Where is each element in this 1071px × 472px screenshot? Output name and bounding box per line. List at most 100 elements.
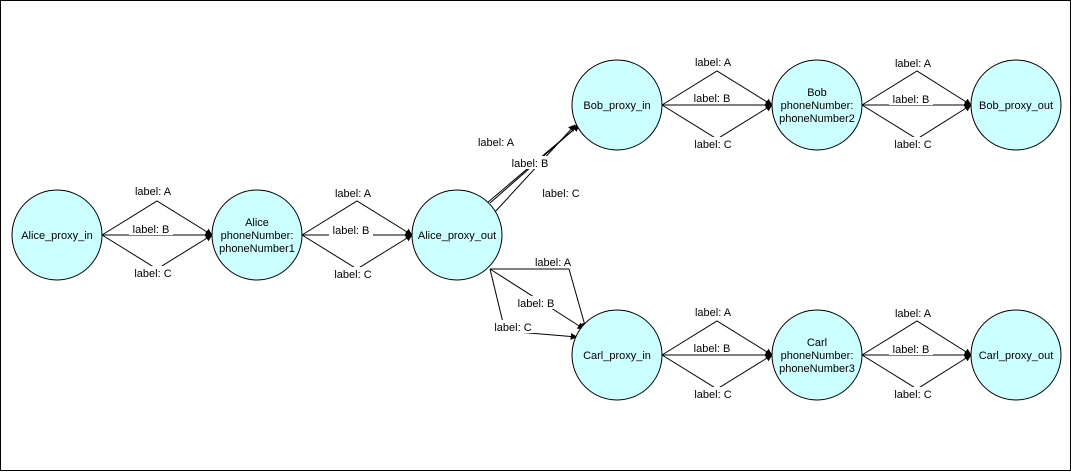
edge-label-text: label: B <box>512 158 549 170</box>
node-label-line: Alice <box>245 217 269 229</box>
edge-label: label: C <box>891 137 935 151</box>
node-label-line: phoneNumber: <box>781 100 854 112</box>
edge-label: label: A <box>331 186 375 200</box>
node-carl-out[interactable]: Carl_proxy_out <box>970 309 1062 401</box>
node-circle <box>11 189 103 281</box>
edge-label-background <box>329 223 373 236</box>
edge-label-background <box>331 186 375 199</box>
edge-label: label: A <box>891 306 935 320</box>
edge-label: label: A <box>891 56 935 70</box>
node-bob-out[interactable]: Bob_proxy_out <box>970 59 1062 151</box>
node-alice-in[interactable]: Alice_proxy_in <box>11 189 103 281</box>
edge-label: label: C <box>891 387 935 401</box>
node-circle <box>970 309 1062 401</box>
edge-label: label: B <box>329 223 373 237</box>
edge-bob_in-to-bob <box>661 70 773 106</box>
edge-label: label: A <box>474 135 518 149</box>
edge-label: label: C <box>539 186 583 200</box>
node-circle <box>970 59 1062 151</box>
edge-carl-to-carl_out <box>861 354 972 390</box>
edge-label: label: B <box>508 156 552 170</box>
node-label-line: Carl_proxy_out <box>979 350 1054 362</box>
edge-carl_in-to-carl <box>661 354 773 390</box>
edge-label-text: label: C <box>894 389 931 401</box>
edge-label-background <box>690 91 734 104</box>
edge-label: label: B <box>889 342 933 356</box>
edge-label-background <box>891 137 935 150</box>
node-circle <box>571 59 663 151</box>
node-circle <box>771 309 863 401</box>
node-label-line: Bob_proxy_out <box>979 100 1053 112</box>
node-carl-in[interactable]: Carl_proxy_in <box>571 309 663 401</box>
edge-label-text: label: B <box>333 225 370 237</box>
edge-label: label: A <box>131 184 175 198</box>
edge-carl_in-to-carl <box>661 320 773 356</box>
edge-label: label: B <box>129 222 173 236</box>
edge-label-background <box>691 137 735 150</box>
edge-label-background <box>474 135 518 148</box>
node-label-line: phoneNumber: <box>781 350 854 362</box>
node-label-line: Carl <box>807 337 827 349</box>
edge-label-text: label: C <box>334 269 371 281</box>
edge-label-text: label: C <box>134 268 171 280</box>
edge-label-text: label: A <box>335 188 372 200</box>
node-label-line: Alice_proxy_out <box>418 230 496 242</box>
edge-label: label: C <box>691 387 735 401</box>
edge-label-background <box>691 387 735 400</box>
edge-alice_in-to-alice <box>101 234 213 270</box>
edge-label: label: B <box>690 341 734 355</box>
node-label-line: Bob <box>807 87 827 99</box>
node-label-line: phoneNumber: <box>221 230 294 242</box>
node-label-line: phoneNumber2 <box>779 113 855 125</box>
edge-label-background <box>691 55 735 68</box>
edge-label-background <box>891 56 935 69</box>
edge-label-background <box>491 320 535 333</box>
edge-label-text: label: B <box>518 298 555 310</box>
edge-label-text: label: B <box>694 343 731 355</box>
edge-label-text: label: A <box>535 257 572 269</box>
edge-label-background <box>331 267 375 280</box>
edge-label: label: A <box>691 305 735 319</box>
edge-label: label: B <box>514 296 558 310</box>
edge-label-background <box>539 186 583 199</box>
edge-label-text: label: A <box>895 308 932 320</box>
node-bob-in[interactable]: Bob_proxy_in <box>571 59 663 151</box>
edge-carl-to-carl_out <box>861 320 972 356</box>
node-circle <box>771 59 863 151</box>
edge-label: label: A <box>691 55 735 69</box>
edge-label-background <box>889 92 933 105</box>
edge-label-text: label: B <box>694 93 731 105</box>
edge-label-background <box>508 156 552 169</box>
edge-label-background <box>129 222 173 235</box>
node-label-line: phoneNumber3 <box>779 363 855 375</box>
node-circle <box>571 309 663 401</box>
edge-label: label: C <box>331 267 375 281</box>
edge-label-text: label: A <box>695 57 732 69</box>
edge-label-text: label: C <box>894 139 931 151</box>
edge-label: label: C <box>131 266 175 280</box>
node-alice-out[interactable]: Alice_proxy_out <box>411 189 503 281</box>
edge-label: label: B <box>889 92 933 106</box>
edge-label-text: label: A <box>478 137 515 149</box>
edge-label-text: label: C <box>694 389 731 401</box>
edge-label-background <box>889 342 933 355</box>
edge-label-background <box>131 266 175 279</box>
edge-label-background <box>691 305 735 318</box>
edge-label-background <box>531 255 575 268</box>
edge-label-text: label: B <box>133 224 170 236</box>
edge-label-background <box>891 306 935 319</box>
node-label-line: phoneNumber1 <box>219 243 295 255</box>
edge-label: label: C <box>491 320 535 334</box>
node-label-line: Carl_proxy_in <box>583 350 651 362</box>
edge-bob_in-to-bob <box>661 104 773 140</box>
edge-label-background <box>514 296 558 309</box>
edge-alice_out-to-carl_in <box>490 268 588 330</box>
edge-label-background <box>131 184 175 197</box>
edge-label: label: A <box>531 255 575 269</box>
edge-label-background <box>891 387 935 400</box>
node-circle <box>211 189 303 281</box>
